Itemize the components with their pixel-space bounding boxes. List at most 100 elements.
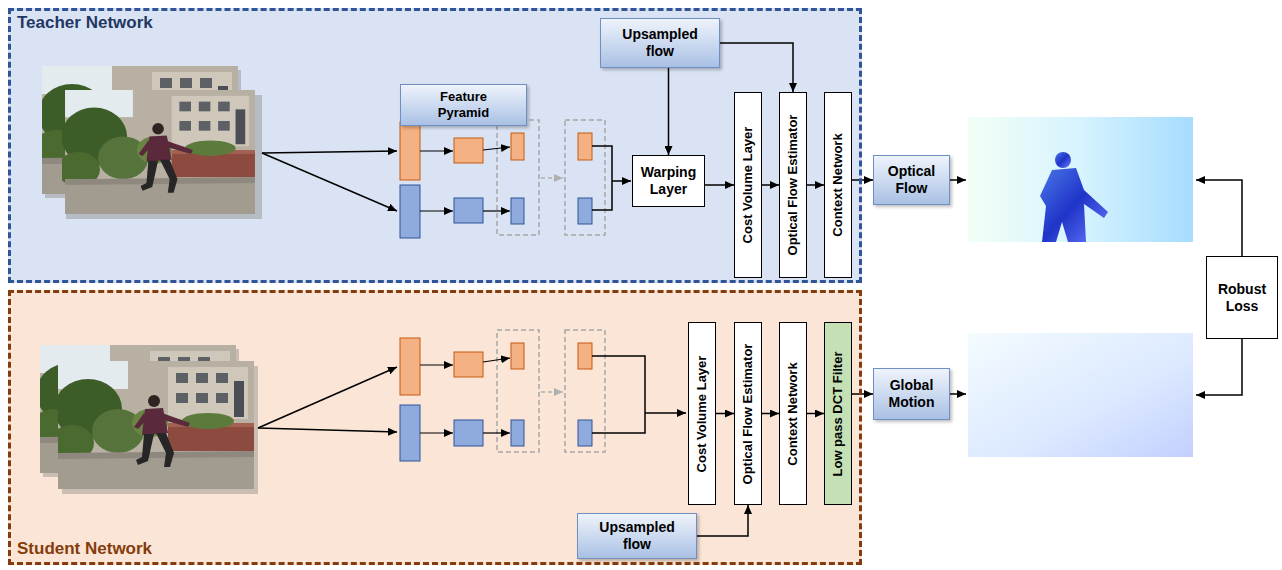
- box-label: Context Network: [785, 362, 801, 465]
- teacher-feature-pyramid-part: [592, 146, 612, 210]
- flow-connector: [705, 184, 734, 186]
- flow-connector: [807, 184, 824, 186]
- teacher-feature-pyramid-part: [420, 210, 453, 211]
- flow-connector: [762, 184, 779, 186]
- student-feature-pyramid-part: [420, 432, 453, 433]
- teacher-region: Teacher NetworkFeature Pyramid Upsampled …: [8, 8, 862, 283]
- student-feature-pyramid-part: [592, 356, 645, 433]
- box-label: Upsampled flow: [591, 519, 683, 553]
- student-input-frames: [32, 345, 258, 494]
- output-arrows: [950, 180, 966, 394]
- context-network-box: Context Network: [824, 92, 852, 278]
- upsampled-flow-box: Upsampled flow: [600, 18, 720, 68]
- context-network-box: Context Network: [779, 322, 807, 505]
- feature-pyramid-label: Feature Pyramid: [400, 84, 527, 126]
- box-label: Global Motion: [880, 377, 944, 411]
- student-feature-pyramid-part: [578, 420, 592, 446]
- student-region-fill: [8, 290, 862, 565]
- teacher-flow-image-part: [1040, 168, 1108, 242]
- region-title: Student Network: [17, 539, 152, 559]
- flow-connector: [720, 43, 793, 92]
- teacher-feature-pyramid-part: [262, 151, 397, 153]
- student-input-frames-part: [50, 361, 254, 489]
- student-feature-pyramid-part: [258, 428, 397, 432]
- teacher-input-frames-part: [57, 90, 255, 214]
- cost-volume-box: Cost Volume Layer: [688, 322, 716, 505]
- teacher-feature-pyramid-part: [483, 147, 510, 150]
- box-label: Cost Volume Layer: [694, 355, 710, 472]
- student-feature-pyramid-part: [645, 412, 686, 414]
- teacher-feature-pyramid-part: [497, 120, 539, 235]
- flow-connector: [852, 179, 873, 181]
- student-feature-pyramid-part: [578, 343, 592, 369]
- student-feature-pyramid-part: [483, 358, 510, 362]
- flow-estimator-box: Optical Flow Estimator: [734, 322, 762, 505]
- teacher-feature-pyramid-part: [511, 198, 524, 224]
- teacher-flow-image-part: [968, 117, 1193, 242]
- box-label: Cost Volume Layer: [740, 127, 756, 244]
- robust-loss-box: Robust Loss: [1206, 256, 1278, 339]
- global-motion-box: Global Motion: [873, 368, 950, 420]
- student-feature-pyramid: [258, 330, 686, 461]
- teacher-feature-pyramid-part: [578, 198, 592, 224]
- teacher-feature-pyramid-part: [420, 150, 453, 151]
- teacher-flow-image-part: [1055, 152, 1071, 168]
- optical-flow-box: Optical Flow: [873, 155, 950, 205]
- student-flow-image: [968, 333, 1193, 457]
- student-feature-pyramid-part: [511, 420, 524, 446]
- student-feature-pyramid-part: [483, 432, 510, 433]
- student-feature-pyramid-part: [511, 343, 524, 369]
- box-label: Robust Loss: [1212, 281, 1272, 315]
- flow-connector: [807, 413, 824, 415]
- teacher-feature-pyramid-part: [541, 177, 563, 179]
- box-label: Low pass DCT Filter: [830, 351, 846, 476]
- flow-estimator-box: Optical Flow Estimator: [779, 92, 807, 278]
- dct-filter-box: Low pass DCT Filter: [824, 322, 852, 505]
- warping-layer-box: Warping Layer: [632, 155, 705, 207]
- student-feature-pyramid-part: [400, 338, 420, 395]
- flow-connector: [697, 505, 748, 536]
- teacher-feature-pyramid: [262, 120, 631, 238]
- box-label: Optical Flow Estimator: [785, 115, 801, 256]
- student-feature-pyramid-part: [454, 352, 483, 377]
- teacher-feature-pyramid-part: [612, 180, 631, 182]
- student-region: Student Network Cost Volume Layer Optical …: [8, 290, 862, 565]
- teacher-feature-pyramid-part: [565, 120, 605, 235]
- student-feature-pyramid-part: [400, 405, 420, 461]
- teacher-feature-pyramid-part: [578, 133, 592, 160]
- box-label: Feature Pyramid: [424, 89, 504, 120]
- student-feature-pyramid-part: [497, 330, 539, 452]
- student-feature-pyramid-part: [454, 420, 483, 446]
- box-label: Warping Layer: [637, 164, 701, 198]
- teacher-feature-pyramid-part: [262, 153, 397, 211]
- output-arrows-part: [950, 179, 966, 181]
- teacher-region-fill: [8, 8, 862, 283]
- box-label: Optical Flow Estimator: [740, 343, 756, 484]
- student-flow-image-part: [968, 333, 1193, 457]
- region-title: Teacher Network: [17, 13, 153, 33]
- flow-connector: [762, 413, 779, 415]
- teacher-feature-pyramid-part: [454, 138, 483, 163]
- teacher-feature-pyramid-part: [511, 133, 524, 160]
- teacher-feature-pyramid-part: [483, 210, 510, 211]
- student-feature-pyramid-part: [420, 364, 453, 365]
- flow-connector: [852, 393, 873, 395]
- flow-connector: [716, 413, 734, 415]
- robust-loss-leaders-part: [1196, 180, 1242, 256]
- upsampled-flow-box: Upsampled flow: [577, 513, 697, 559]
- robust-loss-leaders-part: [1196, 339, 1242, 395]
- cost-volume-box: Cost Volume Layer: [734, 92, 762, 278]
- teacher-feature-pyramid-part: [400, 185, 420, 238]
- teacher-flow-image: [968, 117, 1193, 242]
- teacher-feature-pyramid-part: [454, 198, 483, 223]
- flow-connector: [668, 68, 670, 155]
- output-arrows-part: [950, 393, 966, 395]
- student-feature-pyramid-part: [258, 367, 397, 428]
- student-feature-pyramid-part: [541, 391, 563, 393]
- box-label: Optical Flow: [880, 163, 944, 197]
- box-label: Upsampled flow: [614, 26, 706, 60]
- box-label: Context Network: [830, 133, 846, 236]
